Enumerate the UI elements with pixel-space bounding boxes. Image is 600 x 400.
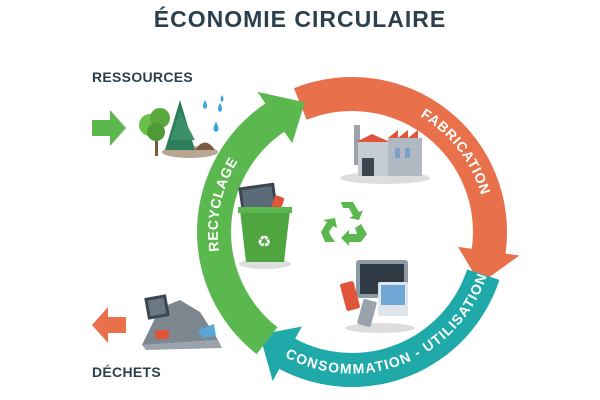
waste-pile-icon <box>142 294 222 350</box>
devices-icon <box>340 260 415 333</box>
factory-icon <box>340 125 430 184</box>
water-drops-icon <box>203 95 224 132</box>
consumption-arrow <box>259 269 500 388</box>
waste-output-arrow-icon <box>92 307 126 343</box>
trees-resources-icon <box>139 100 218 158</box>
diagram-title: ÉCONOMIE CIRCULAIRE <box>153 6 447 32</box>
svg-text:♻: ♻ <box>257 232 271 251</box>
recycle-symbol-icon <box>321 202 367 246</box>
resources-label: RESSOURCES <box>92 69 194 85</box>
recycling-bin-icon: ♻ <box>238 182 292 269</box>
recycling-arrow <box>197 91 305 355</box>
resources-input-arrow-icon <box>92 110 126 146</box>
fabrication-arrow <box>293 76 520 284</box>
waste-label: DÉCHETS <box>92 364 161 380</box>
